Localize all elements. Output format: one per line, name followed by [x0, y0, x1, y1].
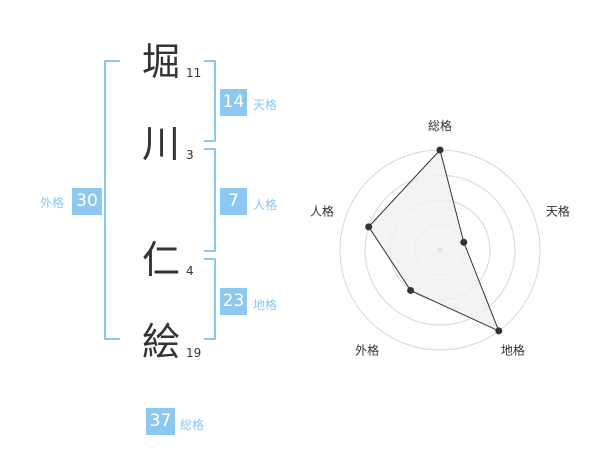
stroke-count-1: 11	[186, 66, 202, 80]
gaikaku-label: 外格	[40, 196, 65, 210]
radar-point-4	[407, 286, 415, 294]
gaikaku-value: 30	[72, 188, 102, 215]
jinkaku-value: 7	[220, 188, 247, 215]
jinkaku-bracket	[204, 148, 216, 252]
stroke-count-4: 19	[186, 346, 202, 360]
soukaku-label: 総格	[180, 418, 205, 432]
tenkaku-label: 天格	[253, 98, 278, 112]
chikaku-bracket	[204, 258, 216, 340]
soukaku-value: 37	[146, 408, 175, 435]
radar-axis-label-4: 外格	[355, 342, 379, 357]
radar-point-3	[495, 327, 503, 335]
radar-shape	[368, 148, 500, 332]
radar-point-2	[460, 238, 468, 246]
radar-axis-label-2: 天格	[546, 204, 570, 219]
radar-polygon	[368, 148, 500, 332]
chikaku-value: 23	[220, 288, 247, 315]
jinkaku-label: 人格	[253, 198, 278, 212]
stroke-count-3: 4	[186, 264, 194, 278]
tenkaku-value: 14	[220, 89, 247, 116]
radar-axis-label-5: 人格	[310, 204, 334, 219]
tenkaku-bracket	[204, 60, 216, 142]
radar-point-1	[436, 146, 444, 154]
name-char-3: 仁	[141, 238, 180, 282]
name-char-1: 堀	[141, 40, 180, 84]
name-char-4: 絵	[141, 320, 180, 364]
radar-axis-label-3: 地格	[501, 342, 525, 357]
stroke-count-2: 3	[186, 148, 194, 162]
radar-point-5	[365, 223, 373, 231]
radar-axis-label-1: 総格	[428, 118, 452, 133]
gaikaku-bracket	[104, 60, 120, 340]
chikaku-label: 地格	[253, 298, 278, 312]
name-char-2: 川	[141, 122, 180, 166]
